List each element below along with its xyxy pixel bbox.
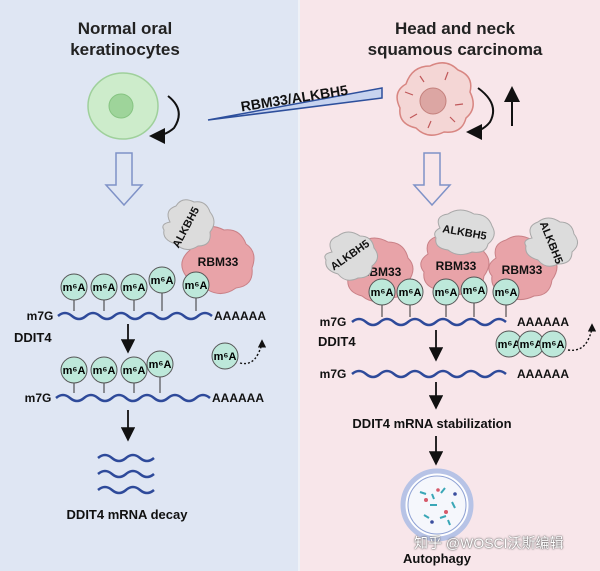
- tumor-cell-icon: [396, 62, 474, 136]
- right-title-line1: Head and neck: [395, 19, 515, 38]
- right-title: Head and neck squamous carcinoma: [355, 18, 555, 60]
- right-m6a-mark-1: m⁶A: [371, 287, 394, 299]
- right-title-line2: squamous carcinoma: [367, 40, 543, 59]
- left-m6a-mark-1: m⁶A: [63, 282, 86, 294]
- right-m6a-mark-4: m⁶A: [463, 285, 486, 297]
- right-mrna-strand-2: [351, 369, 507, 379]
- left-alkbh5-protein: ALKBH5: [162, 199, 215, 250]
- left-m7g-label-2: m7G: [25, 391, 52, 405]
- right-rbm33-label-2: RBM33: [436, 259, 477, 273]
- right-released-m6a: m⁶A m⁶A m⁶A: [495, 330, 567, 358]
- left-title-line2: keratinocytes: [70, 40, 180, 59]
- left-polya-label-2: AAAAAA: [212, 391, 264, 405]
- left-m6a-mark-8: m⁶A: [123, 365, 146, 377]
- left-released-m6a: m⁶A: [211, 342, 239, 370]
- left-m6a-mark-6: m⁶A: [63, 365, 86, 377]
- left-m6a-mark-2: m⁶A: [93, 282, 116, 294]
- autophagosome-icon: [400, 468, 474, 542]
- right-rbm33-label-3: RBM33: [502, 263, 543, 277]
- right-mrna-strand-1: [351, 317, 507, 327]
- left-ddit4-label: DDIT4: [14, 330, 52, 345]
- left-outcome-label: DDIT4 mRNA decay: [67, 507, 189, 522]
- right-ddit4-label: DDIT4: [318, 334, 356, 349]
- left-m6a-row-1: m⁶A m⁶A m⁶A m⁶A m⁶A: [60, 266, 210, 311]
- left-m6a-mark-9: m⁶A: [149, 359, 172, 371]
- left-m6a-mark-4: m⁶A: [151, 275, 174, 287]
- left-polya-label-1: AAAAAA: [214, 309, 266, 323]
- panel-divider: [298, 0, 300, 571]
- right-m6a-row-1: m⁶A m⁶A m⁶A m⁶A m⁶A: [368, 276, 520, 317]
- left-m6a-mark-3: m⁶A: [123, 282, 146, 294]
- left-title-line1: Normal oral: [77, 19, 173, 38]
- left-hollow-down-arrow-icon: [104, 152, 144, 207]
- left-m7g-label-1: m7G: [27, 309, 54, 323]
- right-m6a-mark-2: m⁶A: [399, 287, 422, 299]
- gradient-wedge-icon: [207, 87, 383, 121]
- left-release-arrow-icon: [239, 339, 267, 365]
- left-mrna-strand-2: [55, 393, 211, 403]
- left-m6a-mark-10: m⁶A: [214, 351, 237, 363]
- right-m6a-mark-6: m⁶A: [498, 339, 521, 351]
- right-m6a-mark-3: m⁶A: [435, 287, 458, 299]
- right-release-arrow-icon: [567, 323, 597, 351]
- right-cycle-arrow-icon: [466, 87, 494, 140]
- left-mrna-strand-1: [57, 311, 213, 321]
- right-alkbh5-protein-3: ALKBH5: [524, 217, 578, 267]
- right-polya-label-1: AAAAAA: [517, 315, 569, 329]
- left-m6a-row-2: m⁶A m⁶A m⁶A m⁶A: [60, 350, 174, 393]
- right-m6a-mark-5: m⁶A: [495, 287, 518, 299]
- right-alkbh5-protein-1: ALKBH5: [324, 231, 378, 281]
- right-hollow-down-arrow-icon: [412, 152, 452, 207]
- left-rbm33-label: RBM33: [198, 255, 239, 269]
- right-outcome-label: DDIT4 mRNA stabilization: [352, 416, 511, 431]
- right-m6a-mark-8: m⁶A: [542, 339, 565, 351]
- left-m6a-mark-7: m⁶A: [93, 365, 116, 377]
- right-m7g-label-1: m7G: [320, 315, 347, 329]
- degraded-mrna-fragments: [97, 453, 155, 495]
- left-cycle-arrow-icon: [149, 95, 180, 144]
- left-m6a-mark-5: m⁶A: [185, 280, 208, 292]
- right-alkbh5-protein-2: ALKBH5: [434, 209, 495, 256]
- right-m7g-label-2: m7G: [320, 367, 347, 381]
- right-m6a-mark-7: m⁶A: [520, 339, 543, 351]
- left-title: Normal oral keratinocytes: [55, 18, 195, 60]
- autophagy-label: Autophagy: [403, 551, 472, 566]
- right-polya-label-2: AAAAAA: [517, 367, 569, 381]
- normal-cell-icon: [87, 72, 159, 140]
- watermark: 知乎 @WOSCI沃斯编辑: [414, 535, 564, 551]
